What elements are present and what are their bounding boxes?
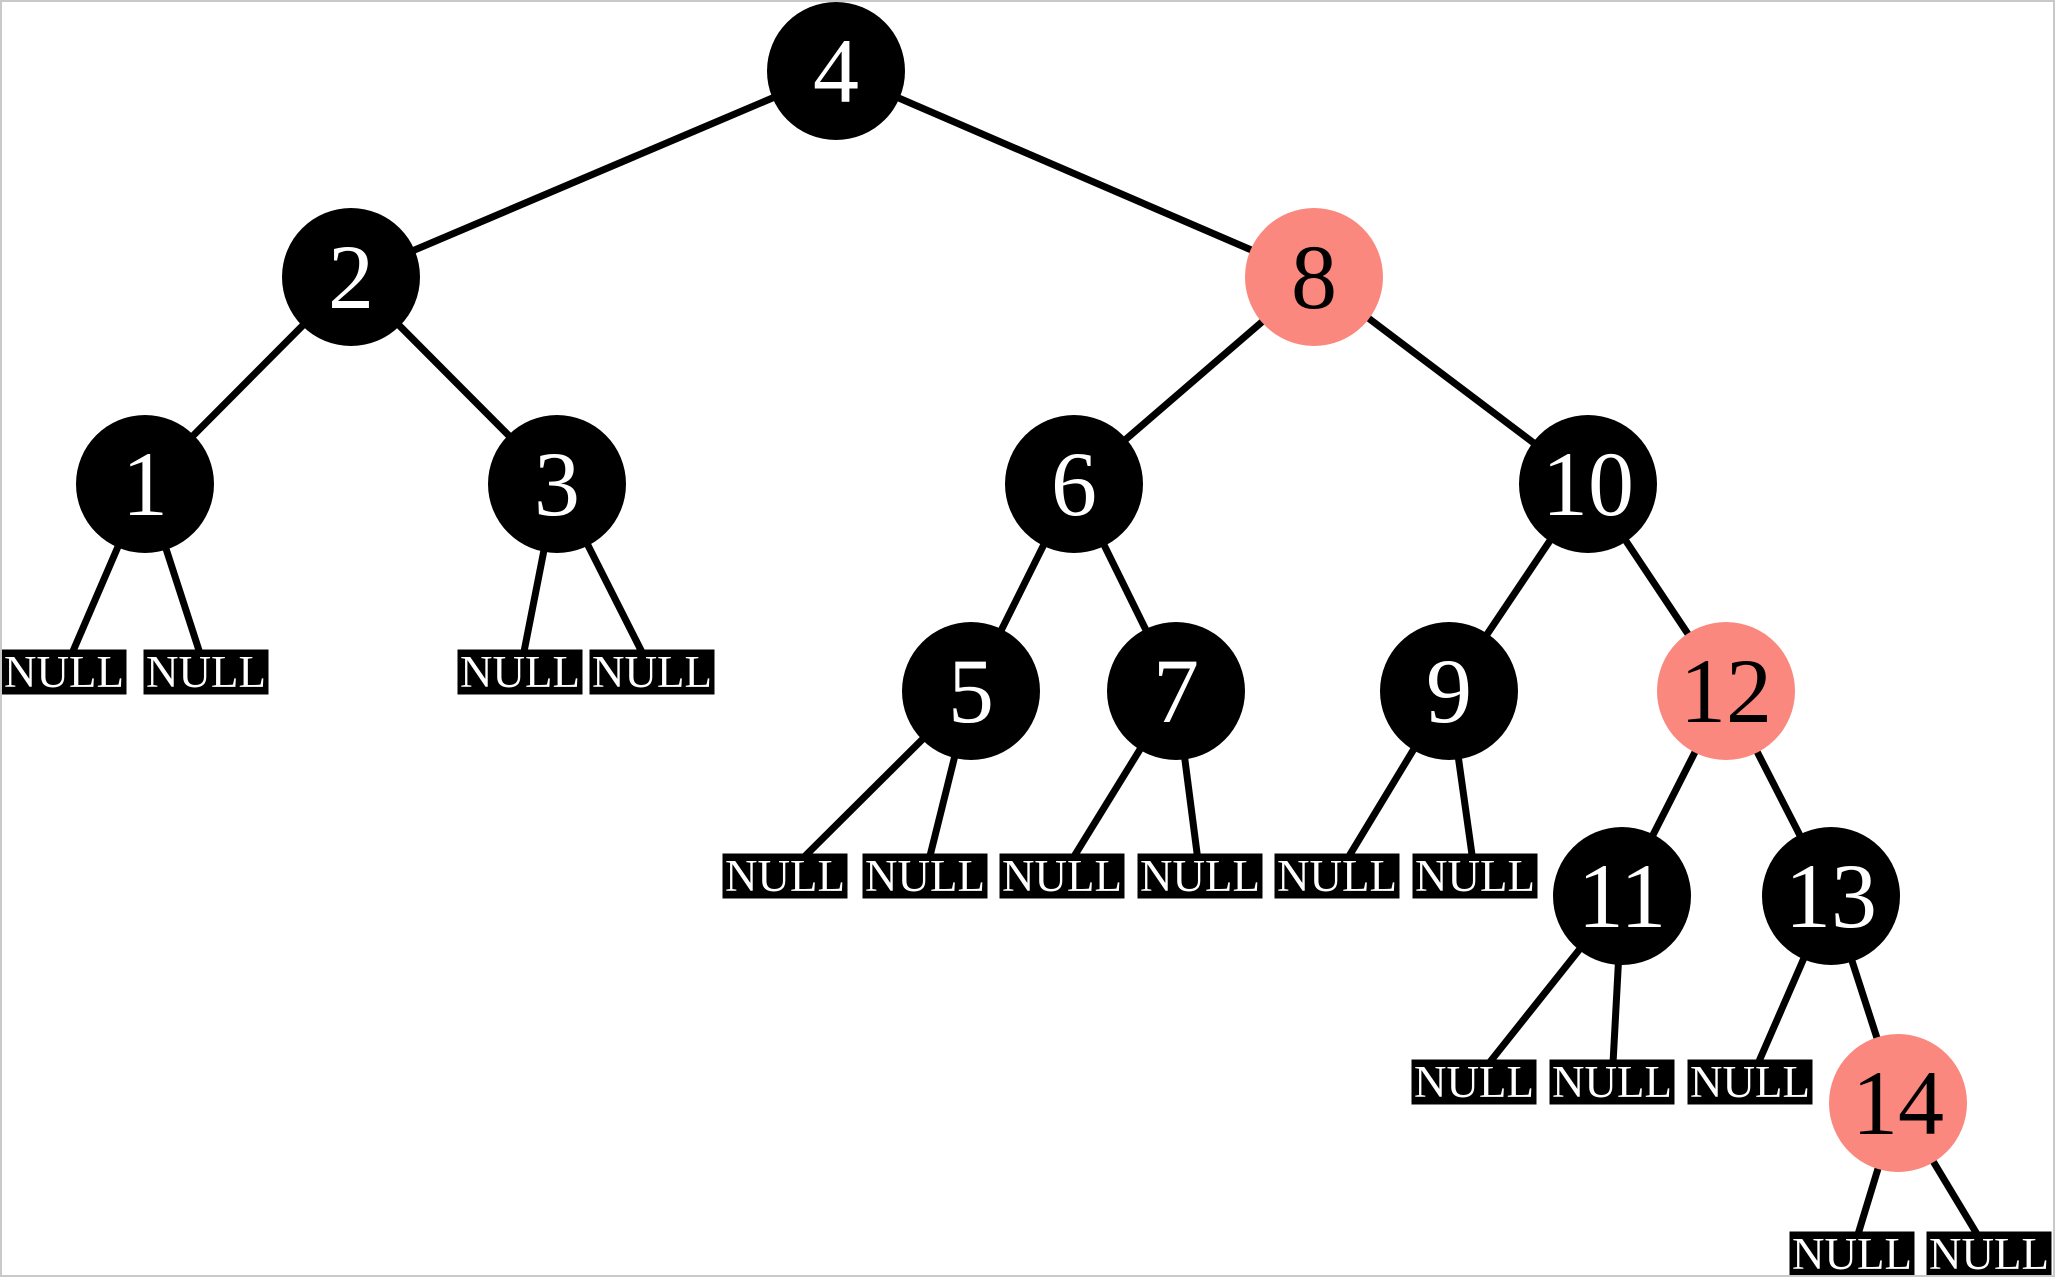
black-node-circle: [1553, 827, 1691, 965]
node-label: 2: [328, 226, 374, 328]
red-node-circle: [1657, 622, 1795, 760]
black-node-circle: [76, 415, 214, 553]
tree-node-3: 3: [488, 415, 626, 553]
null-box: [2, 649, 127, 695]
black-node-circle: [488, 415, 626, 553]
null-label: NULL: [460, 647, 580, 697]
tree-node-10: 10: [1519, 415, 1657, 553]
black-node-circle: [1519, 415, 1657, 553]
null-box: [589, 649, 715, 695]
tree-node-6: 6: [1005, 415, 1143, 553]
red-node-circle: [1245, 208, 1383, 346]
null-leaf-n15: NULL: [1926, 1229, 2052, 1277]
null-leaf-n4: NULL: [589, 647, 715, 697]
black-node-circle: [902, 622, 1040, 760]
black-node-circle: [1107, 622, 1245, 760]
null-label: NULL: [865, 851, 985, 901]
null-box: [722, 853, 848, 899]
null-leaf-n11: NULL: [1411, 1057, 1537, 1107]
null-leaf-n1: NULL: [2, 647, 127, 697]
null-leaf-n2: NULL: [143, 647, 269, 697]
tree-node-2: 2: [282, 208, 420, 346]
null-box: [1137, 853, 1263, 899]
node-label: 13: [1785, 845, 1877, 947]
tree-node-4: 4: [767, 2, 905, 140]
node-label: 11: [1578, 845, 1667, 947]
node-label: 9: [1426, 640, 1472, 742]
node-label: 10: [1542, 433, 1634, 535]
tree-node-11: 11: [1553, 827, 1691, 965]
null-leaf-n12: NULL: [1549, 1057, 1675, 1107]
node-label: 5: [948, 640, 994, 742]
node-label: 6: [1051, 433, 1097, 535]
null-label: NULL: [1929, 1229, 2049, 1277]
null-leaf-n13: NULL: [1687, 1057, 1813, 1107]
null-box: [1789, 1231, 1915, 1275]
black-node-circle: [1005, 415, 1143, 553]
tree-edge-4-2: [349, 67, 838, 281]
null-label: NULL: [725, 851, 845, 901]
null-box: [1549, 1059, 1675, 1105]
node-label: 14: [1852, 1052, 1944, 1154]
null-box: [1687, 1059, 1813, 1105]
null-label: NULL: [592, 647, 712, 697]
null-label: NULL: [1690, 1057, 1810, 1107]
black-node-circle: [1380, 622, 1518, 760]
tree-node-12: 12: [1657, 622, 1795, 760]
node-label: 3: [534, 433, 580, 535]
tree-node-5: 5: [902, 622, 1040, 760]
null-leaf-n6: NULL: [862, 851, 988, 901]
null-label: NULL: [1792, 1229, 1912, 1277]
node-label: 1: [122, 433, 168, 535]
null-label: NULL: [1414, 1057, 1534, 1107]
null-leaf-n3: NULL: [457, 647, 583, 697]
null-box: [1412, 853, 1538, 899]
black-node-circle: [1762, 827, 1900, 965]
null-box: [1926, 1231, 2052, 1275]
null-box: [1274, 853, 1400, 899]
node-label: 4: [813, 20, 859, 122]
null-leaf-n7: NULL: [999, 851, 1125, 901]
null-label: NULL: [1415, 851, 1535, 901]
tree-node-8: 8: [1245, 208, 1383, 346]
tree-edge-4-8: [834, 67, 1316, 281]
null-leaf-n14: NULL: [1789, 1229, 1915, 1277]
null-label: NULL: [1140, 851, 1260, 901]
null-leaf-n10: NULL: [1412, 851, 1538, 901]
tree-node-7: 7: [1107, 622, 1245, 760]
null-box: [862, 853, 988, 899]
null-leaf-n5: NULL: [722, 851, 848, 901]
null-box: [999, 853, 1125, 899]
null-box: [1411, 1059, 1537, 1105]
node-label: 7: [1153, 640, 1199, 742]
null-label: NULL: [1277, 851, 1397, 901]
null-leaf-n9: NULL: [1274, 851, 1400, 901]
tree-node-14: 14: [1829, 1034, 1967, 1172]
null-label: NULL: [146, 647, 266, 697]
tree-node-9: 9: [1380, 622, 1518, 760]
null-label: NULL: [4, 647, 124, 697]
black-node-circle: [282, 208, 420, 346]
red-node-circle: [1829, 1034, 1967, 1172]
null-leaf-n8: NULL: [1137, 851, 1263, 901]
node-label: 12: [1680, 640, 1772, 742]
null-label: NULL: [1002, 851, 1122, 901]
null-box: [143, 649, 269, 695]
node-label: 8: [1291, 226, 1337, 328]
null-box: [457, 649, 583, 695]
tree-node-13: 13: [1762, 827, 1900, 965]
black-node-circle: [767, 2, 905, 140]
tree-node-1: 1: [76, 415, 214, 553]
null-label: NULL: [1552, 1057, 1672, 1107]
